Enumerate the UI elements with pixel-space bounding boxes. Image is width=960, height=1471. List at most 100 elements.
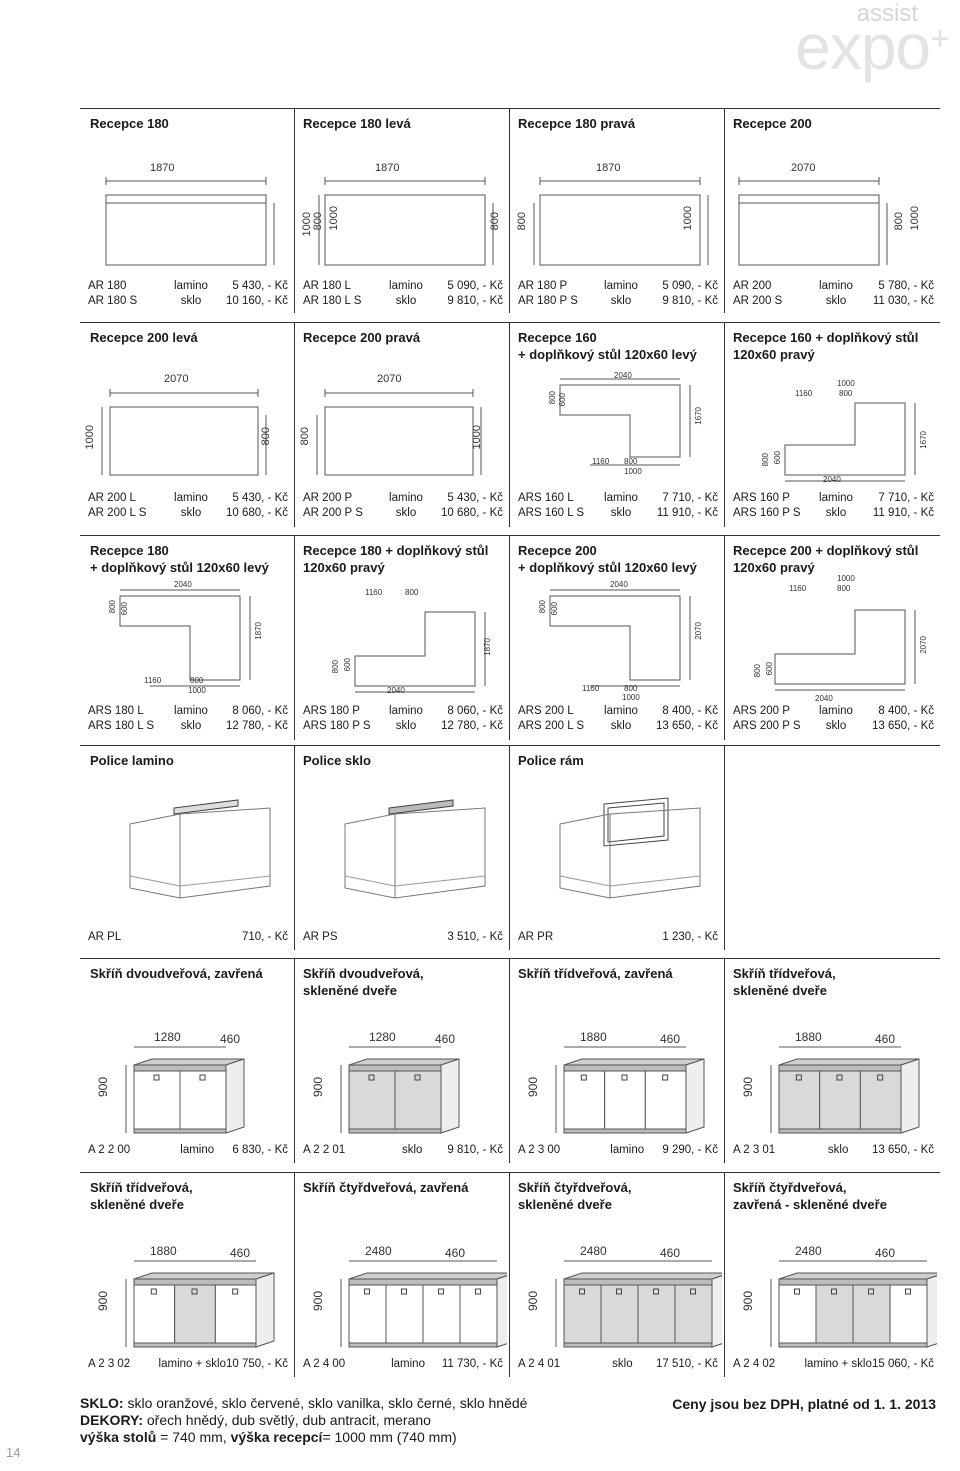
cabinet-drawing (340, 1046, 460, 1134)
material: lamino (180, 1144, 215, 1156)
product-code: AR 200 (733, 280, 772, 292)
price-row: A 2 4 00 lamino 11 730, - Kč (303, 1357, 503, 1372)
dim-label: 1870 (483, 638, 492, 656)
dim-label: 2040 (614, 371, 632, 380)
door-handle (232, 1288, 239, 1295)
dim-label: 600 (550, 602, 559, 616)
dim-width: 2070 (164, 373, 189, 385)
price: 17 510, - Kč (655, 1358, 718, 1370)
cabinet-door (859, 1070, 902, 1130)
material: lamino (389, 280, 423, 292)
dim-height-2: 1000 (682, 206, 694, 231)
price: 13 650, - Kč (871, 1144, 934, 1156)
product-title: Recepce 200 + doplňkový stůl 120x60 levý (518, 543, 697, 575)
cabinet-drawing (770, 1260, 937, 1348)
product-title: Skříň čtyřdveřová, zavřená - skleněné dv… (733, 1180, 887, 1212)
empty-cell (725, 746, 940, 950)
price-row: A 2 2 00 lamino 6 830, - Kč (88, 1143, 288, 1158)
reception-with-shelf-drawing (344, 799, 486, 899)
price: 6 830, - Kč (232, 1144, 288, 1156)
dim-height-1: 800 (299, 427, 311, 446)
reception-drawing (101, 389, 267, 476)
price: 9 290, - Kč (662, 1144, 718, 1156)
door-handle (580, 1074, 587, 1081)
dim-height-2: 1000 (909, 206, 921, 231)
dim-label: 600 (120, 602, 129, 616)
dim-label: 2040 (823, 475, 841, 484)
price-list: A 2 3 02 lamino + sklo 10 750, - Kč (88, 1357, 288, 1372)
price: 5 430, - Kč (232, 280, 288, 292)
cabinet-door (459, 1284, 498, 1344)
dim-label: 600 (765, 662, 774, 676)
dim-label: 2070 (694, 622, 703, 640)
price-row: A 2 3 00 lamino 9 290, - Kč (518, 1143, 718, 1158)
product-code: A 2 3 00 (518, 1144, 561, 1156)
reception-set-plan-drawing (784, 402, 916, 482)
door-handle (150, 1288, 157, 1295)
row-cabinets-1: Skříň dvoudveřová, zavřená 1280 460 900 … (80, 958, 940, 1163)
material: sklo (180, 507, 202, 519)
dim-depth: 460 (220, 1032, 241, 1046)
product-title: Recepce 200 pravá (303, 330, 421, 345)
product-title: Police sklo (303, 753, 371, 768)
dim-label: 800 (108, 600, 117, 614)
material: sklo (612, 1358, 633, 1370)
product-code: AR 180 P (518, 280, 568, 292)
price: 12 780, - Kč (440, 720, 503, 732)
cabinet-door (174, 1284, 216, 1344)
door-handle (621, 1074, 628, 1081)
product-ars-160-l: Recepce 160 + doplňkový stůl 120x60 levý… (510, 323, 725, 527)
price: 1 230, - Kč (662, 931, 718, 943)
logo-plus-text: + (930, 20, 950, 58)
price: 710, - Kč (241, 931, 288, 943)
price-list: A 2 2 01 sklo 9 810, - Kč (303, 1143, 503, 1158)
logo-assist-text: assist (856, 0, 918, 27)
product-code: ARS 200 P (733, 705, 790, 717)
material: lamino (389, 705, 423, 717)
cabinet-drawing (555, 1260, 722, 1348)
label-sklo: SKLO: (80, 1395, 124, 1411)
price-list: A 2 3 01 sklo 13 650, - Kč (733, 1143, 934, 1158)
reception-set-plan-drawing (549, 589, 691, 687)
reception-with-shelf-drawing (129, 799, 271, 899)
product-title: Recepce 200 levá (90, 330, 198, 345)
label-dekory: DEKORY: (80, 1412, 143, 1428)
dim-label: 1000 (622, 693, 640, 702)
dim-label: 1160 (582, 684, 600, 693)
product-title: Recepce 200 (733, 116, 812, 131)
dim-width: 1280 (154, 1030, 181, 1044)
door-handle (662, 1074, 669, 1081)
door-handle (795, 1074, 802, 1081)
door-handle (153, 1074, 160, 1081)
material (166, 930, 216, 945)
price: 7 710, - Kč (878, 492, 934, 504)
material: lamino (174, 280, 208, 292)
dim-width: 1870 (150, 162, 175, 174)
cabinet-door (852, 1284, 891, 1344)
reception-drawing (738, 177, 888, 266)
dim-label: 800 (548, 391, 557, 405)
dim-label: 1160 (789, 584, 807, 593)
reception-drawing (316, 389, 482, 476)
product-title: Skříň třídveřová, zavřená (518, 966, 673, 981)
reception-drawing (318, 177, 494, 266)
footer-heights: výška stolů = 740 mm, výška recepcí= 100… (80, 1429, 527, 1446)
product-cabinet: Skříň třídveřová, zavřená 1880 460 900 A… (510, 959, 725, 1163)
cabinet-door (600, 1284, 639, 1344)
material: sklo (610, 507, 632, 519)
dim-height-1: 800 (893, 212, 905, 231)
dim-label: 800 (839, 389, 853, 398)
